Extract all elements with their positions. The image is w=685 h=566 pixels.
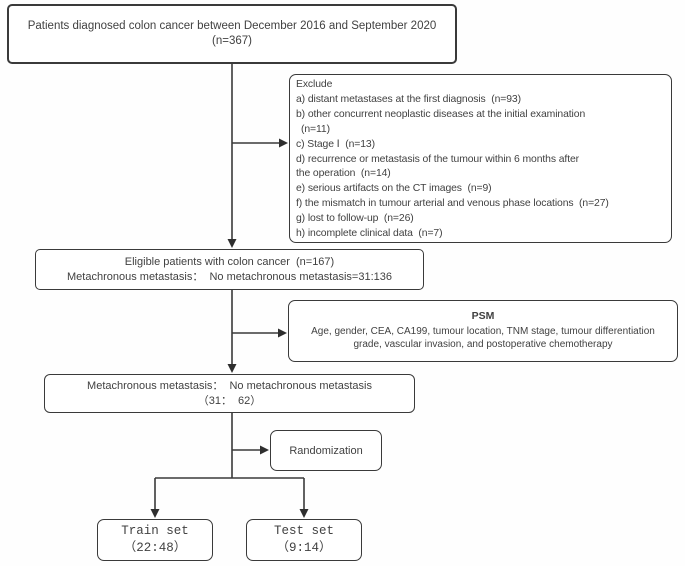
test-set-ratio: （9:14） <box>276 541 332 555</box>
box-matched-cohort: Metachronous metastasis： No metachronous… <box>44 374 415 413</box>
psm-title: PSM <box>471 310 495 323</box>
exclude-item-b-count: (n=11) <box>301 123 330 135</box>
psm-covariates-line2: grade, vascular invasion, and postoperat… <box>353 339 613 351</box>
exclude-item-g: g) lost to follow-up (n=26) <box>296 213 414 225</box>
arrowhead-to-eligible <box>227 239 237 248</box>
matched-cohort-text: Metachronous metastasis： No metachronous… <box>87 379 372 392</box>
box-psm-covariates: PSM Age, gender, CEA, CA199, tumour loca… <box>288 300 678 362</box>
psm-covariates-line1: Age, gender, CEA, CA199, tumour location… <box>311 325 655 337</box>
arrowhead-to-randomization <box>260 445 269 455</box>
box-exclusion-criteria: Exclude a) distant metastases at the fir… <box>289 74 672 243</box>
exclude-item-f: f) the mismatch in tumour arterial and v… <box>296 198 609 210</box>
matched-cohort-ratio: （31： 62） <box>197 394 262 407</box>
box-initial-cohort: Patients diagnosed colon cancer between … <box>7 4 457 64</box>
arrowhead-to-exclude <box>279 138 288 148</box>
box-train-set: Train set （22:48） <box>97 519 213 561</box>
exclude-title: Exclude <box>296 79 333 90</box>
exclude-item-h: h) incomplete clinical data (n=7) <box>296 228 443 240</box>
arrowhead-to-matched <box>227 364 237 373</box>
initial-cohort-count: (n=367) <box>212 35 252 47</box>
randomization-label: Randomization <box>289 444 363 457</box>
arrowhead-to-test <box>299 509 309 518</box>
eligible-patients-text: Eligible patients with colon cancer (n=1… <box>124 255 335 268</box>
initial-cohort-text: Patients diagnosed colon cancer between … <box>27 19 437 32</box>
eligible-patients-ratio: Metachronous metastasis： No metachronous… <box>67 270 392 283</box>
box-eligible-patients: Eligible patients with colon cancer (n=1… <box>35 249 424 290</box>
train-set-ratio: （22:48） <box>123 541 187 555</box>
arrowhead-to-train <box>150 509 160 518</box>
test-set-label: Test set <box>273 524 334 538</box>
box-test-set: Test set （9:14） <box>246 519 362 561</box>
exclude-item-e: e) serious artifacts on the CT images (n… <box>296 183 492 195</box>
exclude-item-a: a) distant metastases at the first diagn… <box>296 93 521 105</box>
exclude-item-b: b) other concurrent neoplastic diseases … <box>296 108 586 120</box>
train-set-label: Train set <box>121 524 189 538</box>
exclude-item-d-cont: the operation (n=14) <box>296 168 391 180</box>
box-randomization: Randomization <box>270 430 382 471</box>
arrowhead-to-psm <box>278 328 287 338</box>
exclude-item-d: d) recurrence or metastasis of the tumou… <box>296 153 580 165</box>
exclude-item-c: c) Stage Ⅰ (n=13) <box>296 138 375 150</box>
